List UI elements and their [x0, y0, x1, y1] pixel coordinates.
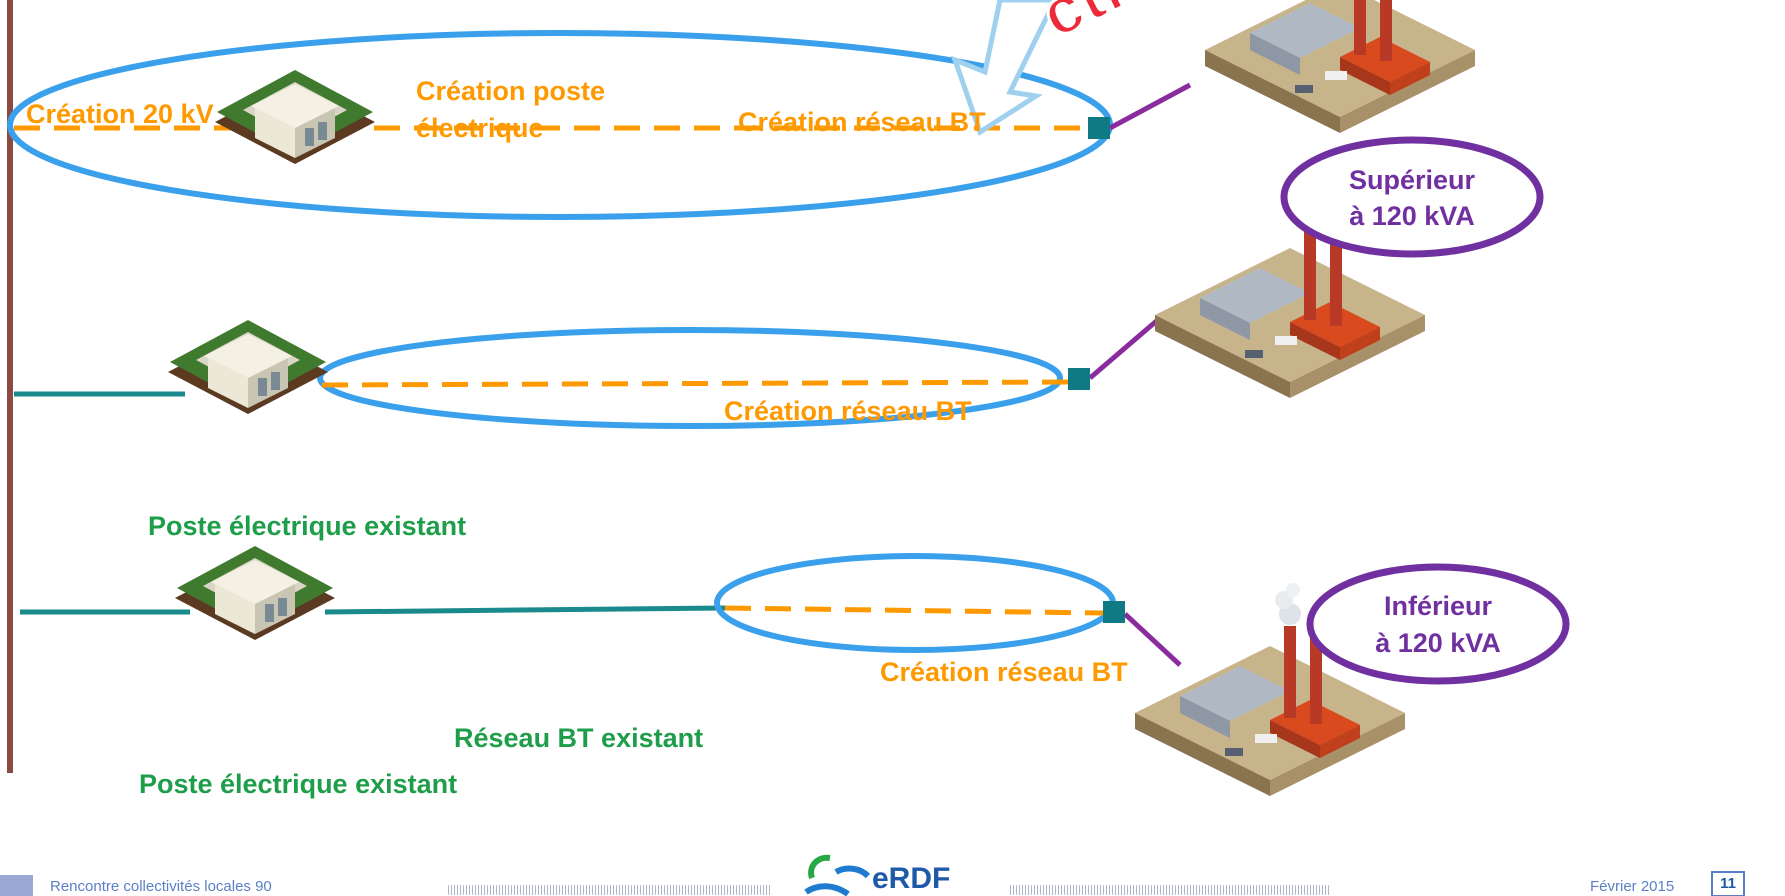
footer-color-block: [0, 875, 33, 896]
row3-delivery-point: [1103, 601, 1125, 623]
page-number-box: [1711, 871, 1745, 896]
inferieur-badge-line2: à 120 kVA: [1375, 628, 1501, 658]
row3-label-bt: Création réseau BT: [880, 657, 1128, 687]
row2-customer-link: [1088, 316, 1162, 380]
row1-substation-icon: [215, 70, 375, 164]
inferieur-badge-ellipse: [1306, 563, 1570, 685]
row1-customer-link: [1108, 82, 1192, 131]
row3-existing-bt-line: [324, 605, 726, 615]
row3-label-poste: Poste électrique existant: [139, 769, 458, 799]
superieur-badge-ellipse: [1280, 136, 1544, 258]
row3-scope-ellipse: [714, 553, 1116, 653]
inferieur-badge-line1: Inférieur: [1383, 591, 1493, 621]
erdf-logo-text: eRDF: [872, 862, 951, 895]
page-number: 11: [1720, 875, 1736, 892]
row2-delivery-point: [1068, 368, 1090, 390]
row2-label-bt: Création réseau BT: [724, 396, 972, 426]
row3-customer-link: [1123, 612, 1182, 667]
row2-new-network-line: [321, 379, 1069, 388]
row1-delivery-point: [1088, 117, 1110, 139]
row3-label-reseau: Réseau BT existant: [454, 723, 704, 753]
footer-date-text: Février 2015: [1590, 878, 1675, 895]
row1-label-bt: Création réseau BT: [738, 107, 986, 137]
erdf-logo-icon: [804, 854, 871, 896]
superieur-badge-line2: à 120 kVA: [1349, 201, 1475, 231]
row1-factory-icon: [1205, 0, 1475, 133]
row1-label-20kv: Création 20 kV: [26, 99, 214, 129]
row1-label-poste-line1: Création poste: [416, 76, 606, 106]
footer-event-text: Rencontre collectivités locales 90: [50, 878, 272, 895]
row2-label-poste: Poste électrique existant: [148, 511, 467, 541]
row3-new-network-line: [724, 605, 1104, 616]
row2-scope-ellipse: [317, 327, 1063, 429]
row1-label-poste-line2: électrique: [416, 113, 544, 143]
stamp-arrow: [950, 0, 1058, 136]
superieur-badge-line1: Supérieur: [1348, 165, 1476, 195]
row2-substation-icon: [168, 320, 328, 414]
row3-substation-icon: [175, 546, 335, 640]
